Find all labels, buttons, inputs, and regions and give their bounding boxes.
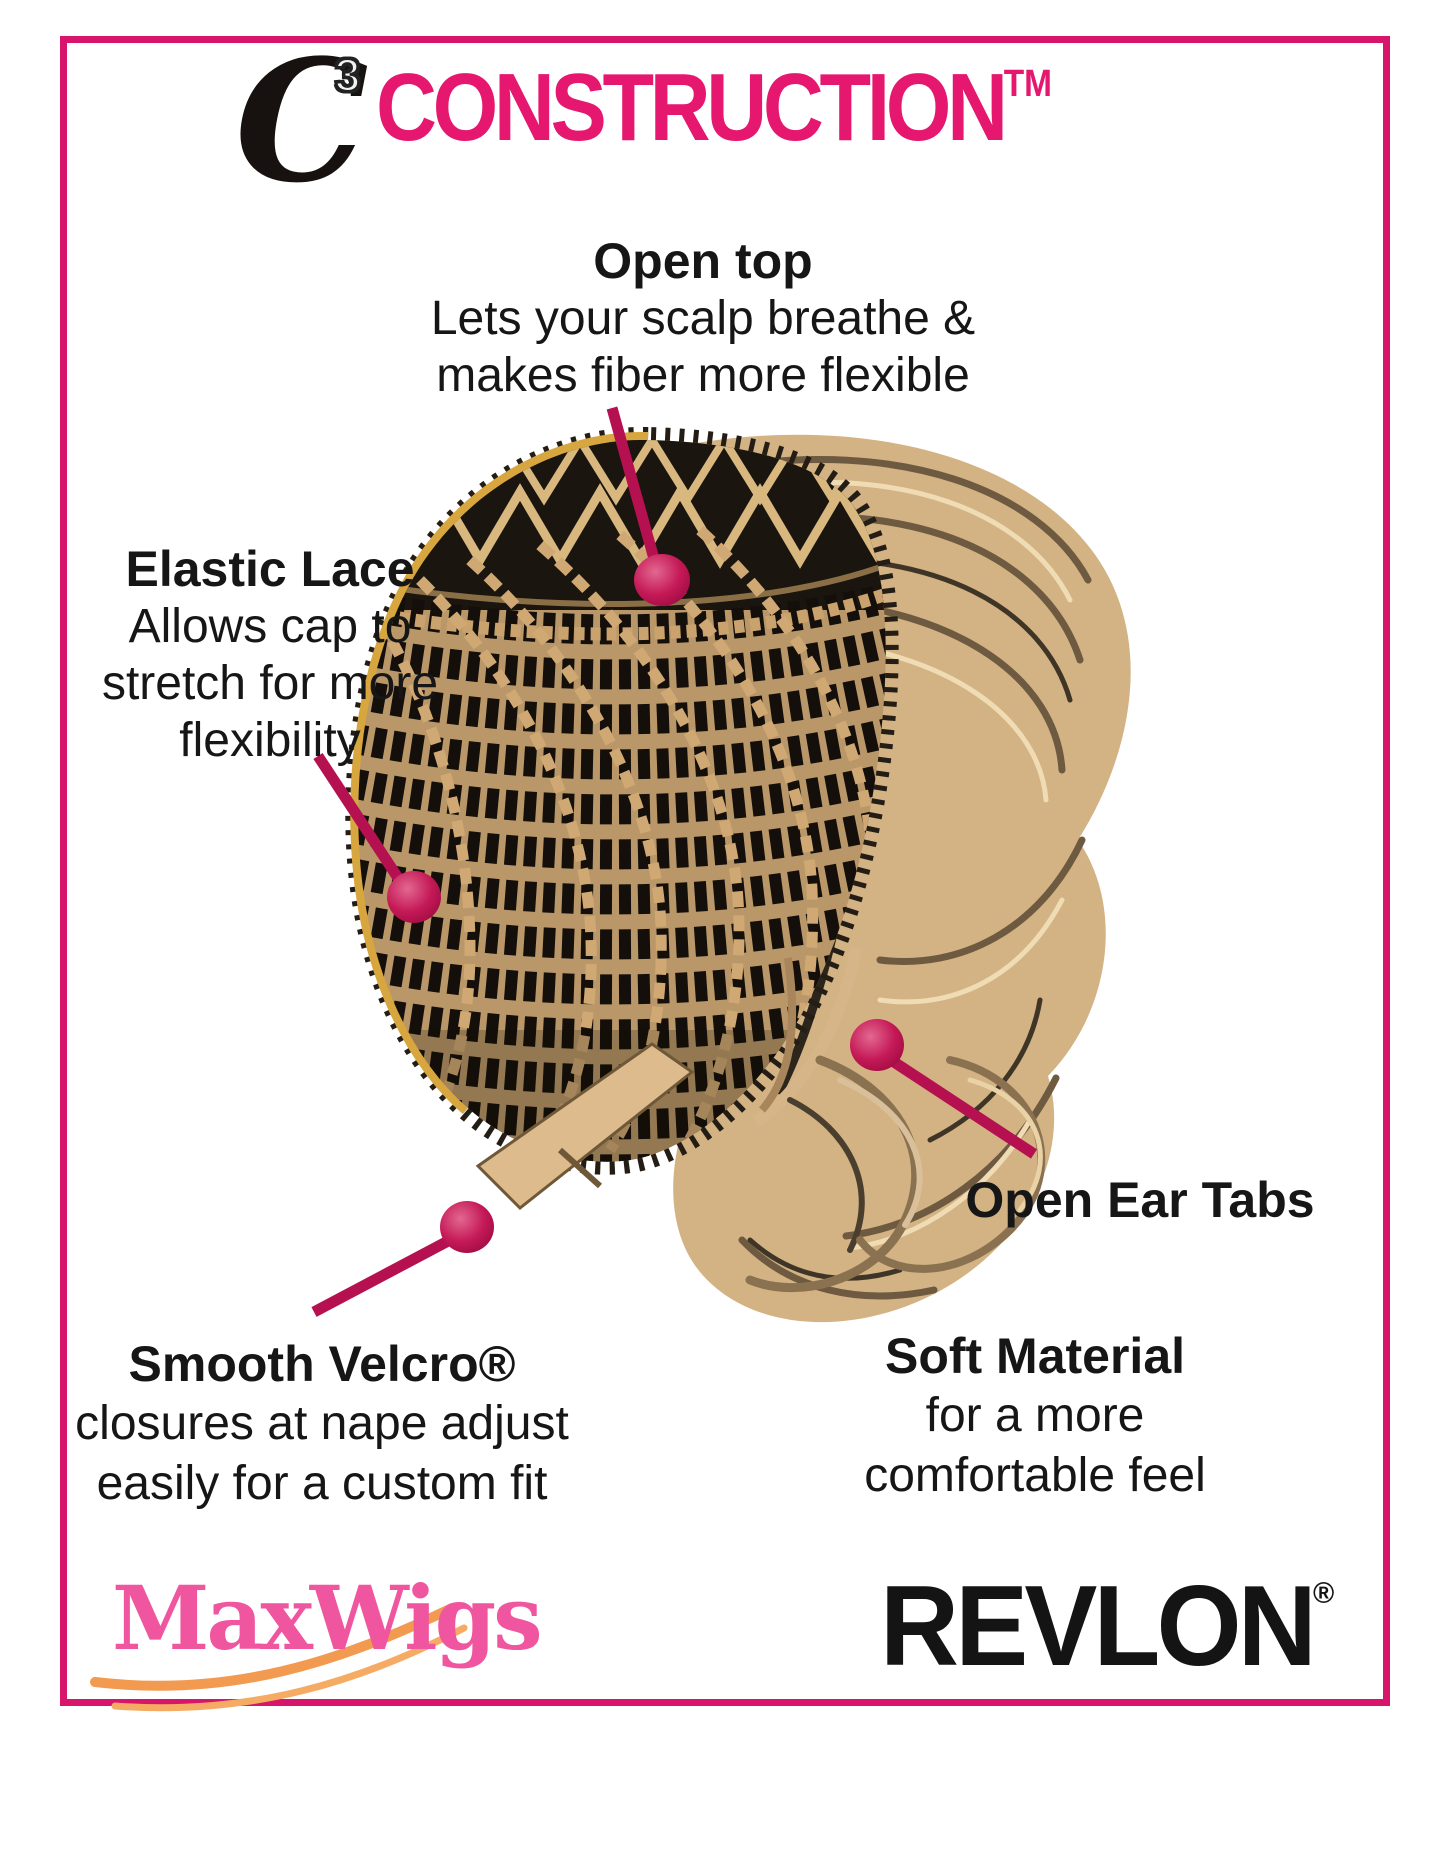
pin-line-open-ear-tabs	[890, 1057, 1038, 1159]
construction-wordmark: CONSTRUCTIONTM	[376, 60, 1052, 156]
pin-line-open-top	[606, 406, 662, 568]
maxwigs-logo: MaxWigs	[112, 1566, 543, 1670]
maxwigs-swoosh	[90, 1603, 468, 1712]
callout-line: Allows cap to	[128, 600, 412, 653]
ear-tab-strap	[752, 946, 862, 1127]
callout-line: for a more	[925, 1389, 1145, 1442]
pin-dot-smooth-velcro	[440, 1201, 494, 1253]
callout-smooth-velcro: Smooth Velcro® closures at nape adjust e…	[22, 1334, 622, 1514]
callout-line: Lets your scalp breathe &	[430, 292, 976, 345]
pin-dot-elastic-lace	[387, 871, 441, 923]
callout-title: Elastic Lace	[125, 541, 415, 597]
pin-line-smooth-velcro	[311, 1235, 453, 1317]
revlon-logo: REVLON®	[880, 1570, 1334, 1684]
callout-line: makes fiber more flexible	[436, 349, 970, 402]
callout-open-ear-tabs: Open Ear Tabs	[840, 1172, 1440, 1229]
callout-pins	[311, 406, 1038, 1317]
front-curls	[745, 1055, 1046, 1293]
callout-title: Soft Material	[884, 1328, 1186, 1384]
callout-title: Open top	[593, 233, 813, 289]
construction-text: CONSTRUCTION	[376, 54, 1008, 161]
callout-line: stretch for more	[101, 657, 439, 710]
registered-symbol: ®	[1313, 1577, 1335, 1610]
pin-dot-open-top	[634, 554, 690, 606]
callout-title: Smooth Velcro®	[128, 1336, 516, 1392]
trademark-symbol: TM	[1004, 63, 1053, 105]
revlon-text: REVLON	[880, 1563, 1317, 1690]
callout-open-top: Open top Lets your scalp breathe & makes…	[353, 233, 1053, 404]
callout-line: comfortable feel	[864, 1449, 1206, 1502]
callout-line: closures at nape adjust	[75, 1397, 569, 1450]
pin-dot-open-ear-tabs	[850, 1019, 904, 1071]
nape-strap	[475, 1042, 695, 1211]
callout-line: flexibility	[179, 714, 361, 767]
callout-line: easily for a custom fit	[96, 1457, 548, 1510]
pin-line-elastic-lace	[313, 752, 407, 888]
callout-soft-material: Soft Material for a more comfortable fee…	[735, 1326, 1335, 1506]
c3-logo-exponent: 3	[333, 48, 362, 103]
c3-logo-letter: C	[235, 22, 369, 220]
callout-elastic-lace: Elastic Lace Allows cap to stretch for m…	[20, 541, 520, 769]
callout-title: Open Ear Tabs	[965, 1172, 1315, 1228]
